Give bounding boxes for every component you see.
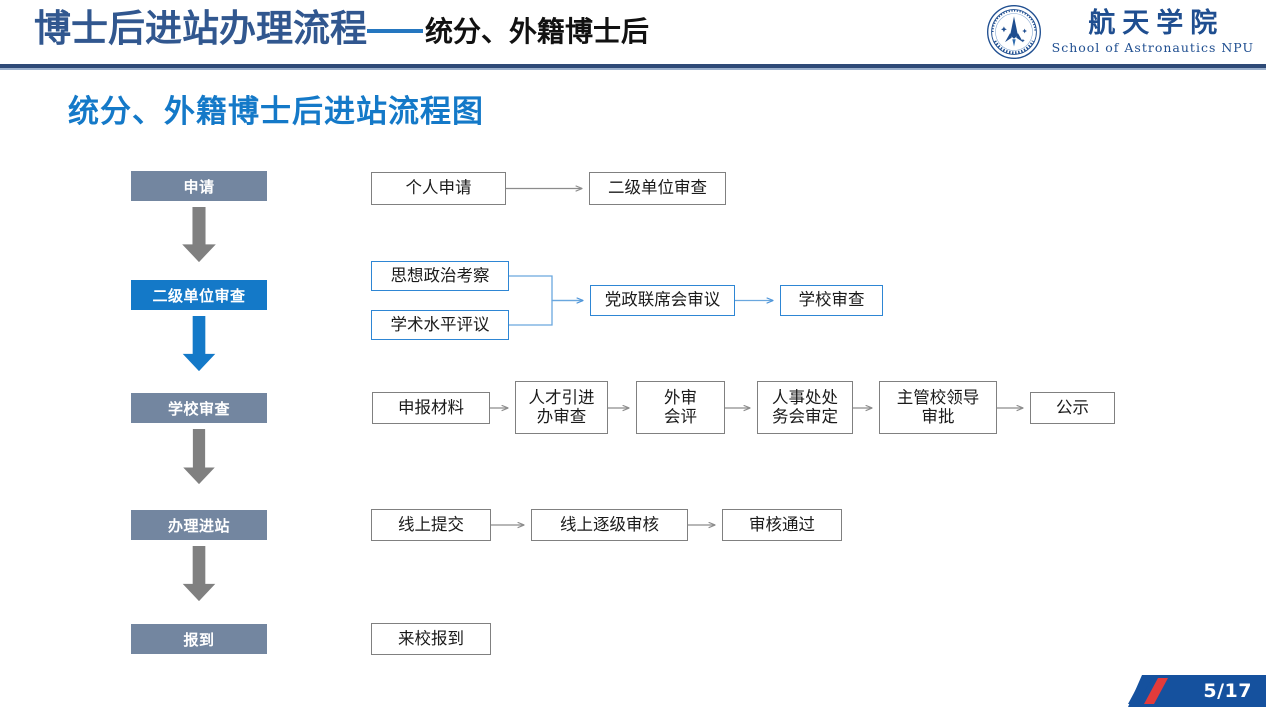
flow-node-review-passed[interactable]: 审核通过 (722, 509, 842, 541)
flow-node-political-review[interactable]: 思想政治考察 (371, 261, 509, 291)
stage-arrow-down-3 (183, 429, 215, 485)
logo-name-en: School of Astronautics NPU (1051, 39, 1254, 55)
header-divider (0, 64, 1266, 68)
flow-node-arrive-report[interactable]: 来校报到 (371, 623, 491, 655)
flow-node-personal-application[interactable]: 个人申请 (371, 172, 506, 205)
page-title-subject: 统分、外籍博士后 (425, 15, 650, 48)
stage-arrow-down-1 (182, 207, 216, 263)
title-dash-rule (367, 29, 423, 33)
flow-node-leader-approval[interactable]: 主管校领导 审批 (879, 381, 997, 434)
flow-node-joint-meeting[interactable]: 党政联席会审议 (590, 285, 735, 316)
diagram-title: 统分、外籍博士后进站流程图 (68, 94, 484, 130)
stage-box-unit-review[interactable]: 二级单位审查 (131, 280, 267, 310)
flow-node-public-announcement[interactable]: 公示 (1030, 392, 1115, 424)
flow-node-online-tiered-review[interactable]: 线上逐级审核 (531, 509, 688, 541)
flow-node-submit-materials[interactable]: 申报材料 (372, 392, 490, 424)
stage-box-report[interactable]: 报到 (131, 624, 267, 654)
logo-name-cn: 航天学院 (1088, 7, 1225, 39)
page-badge (1128, 675, 1266, 707)
header-divider-light (0, 68, 1266, 70)
flow-node-hr-office-decision[interactable]: 人事处处 务会审定 (757, 381, 853, 434)
page-title-main: 博士后进站办理流程 (34, 7, 367, 50)
stage-arrow-down-4 (182, 546, 216, 602)
flow-node-school-review[interactable]: 学校审查 (780, 285, 883, 316)
flow-node-academic-review[interactable]: 学术水平评议 (371, 310, 509, 340)
stage-box-enroll[interactable]: 办理进站 (131, 510, 267, 540)
flow-node-unit-review[interactable]: 二级单位审查 (589, 172, 726, 205)
page-number: 5/17 (1203, 680, 1252, 702)
flow-node-talent-office-review[interactable]: 人才引进 办审查 (515, 381, 608, 434)
university-emblem-icon (986, 5, 1041, 59)
stage-box-school-review[interactable]: 学校审查 (131, 393, 267, 423)
flow-node-online-submit[interactable]: 线上提交 (371, 509, 491, 541)
stage-box-application[interactable]: 申请 (131, 171, 267, 201)
flow-node-external-review[interactable]: 外审 会评 (636, 381, 725, 434)
institution-logo: 航天学院 School of Astronautics NPU (986, 4, 1254, 60)
stage-arrow-down-2 (182, 316, 216, 372)
page-title: 博士后进站办理流程 统分、外籍博士后 (34, 10, 649, 62)
logo-wordmark: 航天学院 School of Astronautics NPU (1052, 10, 1254, 55)
